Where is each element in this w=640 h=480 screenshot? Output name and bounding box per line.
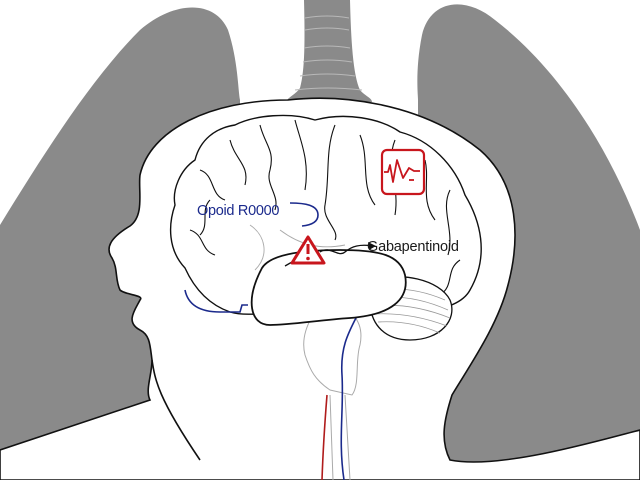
chin-neck-line — [151, 359, 201, 461]
vein-blue — [340, 311, 360, 480]
signal-arrow — [319, 244, 374, 255]
brainstem — [303, 299, 362, 480]
trachea — [285, 0, 372, 102]
opioid-region-outline — [184, 202, 319, 313]
artery-red — [321, 394, 328, 480]
warning-triangle-icon — [290, 235, 326, 265]
gabapentinoid-label: Gabapentinoid — [367, 239, 459, 255]
thalamus-capsule — [250, 242, 407, 326]
ecg-waveform-icon — [380, 148, 426, 196]
opioid-receptor-label: Opoid R0000 — [197, 203, 280, 219]
trachea-rings — [294, 15, 363, 91]
